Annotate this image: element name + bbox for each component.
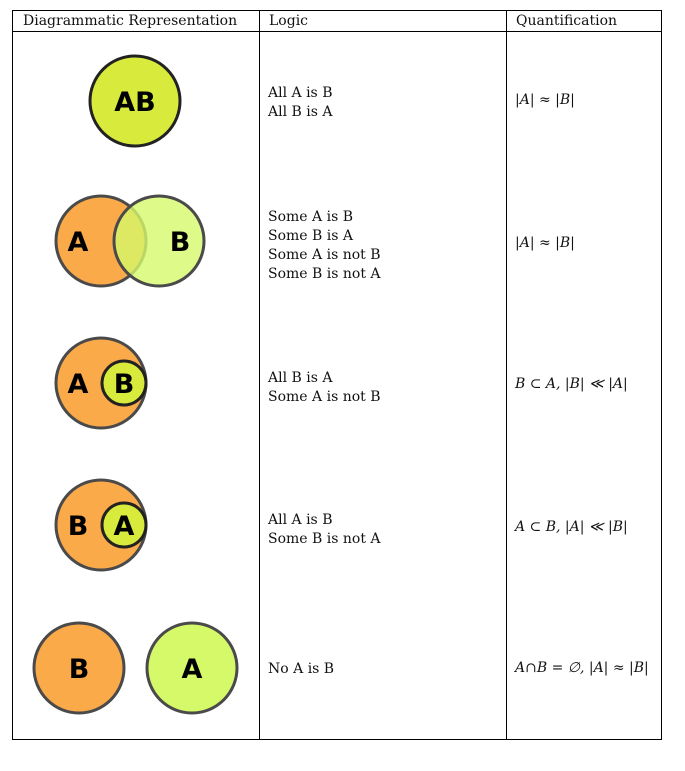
logic-cell-row-4: All A is B Some B is not A (268, 511, 381, 549)
logic-cell-row-3: All B is A Some A is not B (268, 369, 381, 407)
header-logic: Logic (269, 13, 309, 29)
column-divider (259, 11, 260, 739)
column-divider (506, 11, 507, 739)
logic-statement: Some B is A (268, 228, 353, 244)
quantification-row-5: A∩B = ∅, |A| ≈ |B| (515, 660, 649, 676)
logic-statement: Some B is not A (268, 266, 381, 282)
logic-statement: All A is B (268, 85, 333, 101)
logic-statement: No A is B (268, 661, 335, 677)
header-diagrammatic-representation: Diagrammatic Representation (23, 13, 238, 29)
header-divider (13, 31, 661, 32)
quantification-row-3: B ⊂ A, |B| ≪ |A| (515, 376, 628, 392)
logic-statement: Some A is not B (268, 389, 381, 405)
logic-statement: Some A is not B (268, 247, 381, 263)
logic-statement: Some A is B (268, 209, 353, 225)
logic-statement: All A is B (268, 512, 333, 528)
header-quantification: Quantification (516, 13, 618, 29)
logic-statement: All B is A (268, 370, 333, 386)
quantification-row-2: |A| ≈ |B| (515, 235, 575, 251)
logic-statement: All B is A (268, 104, 333, 120)
logic-cell-row-2: Some A is B Some B is A Some A is not B … (268, 208, 381, 284)
quantification-row-1: |A| ≈ |B| (515, 92, 575, 108)
logic-cell-row-1: All A is B All B is A (268, 84, 332, 122)
logic-statement: Some B is not A (268, 531, 381, 547)
logic-cell-row-5: No A is B (268, 660, 334, 679)
table-frame: Diagrammatic Representation Logic Quanti… (12, 10, 662, 740)
quantification-row-4: A ⊂ B, |A| ≪ |B| (515, 519, 628, 535)
